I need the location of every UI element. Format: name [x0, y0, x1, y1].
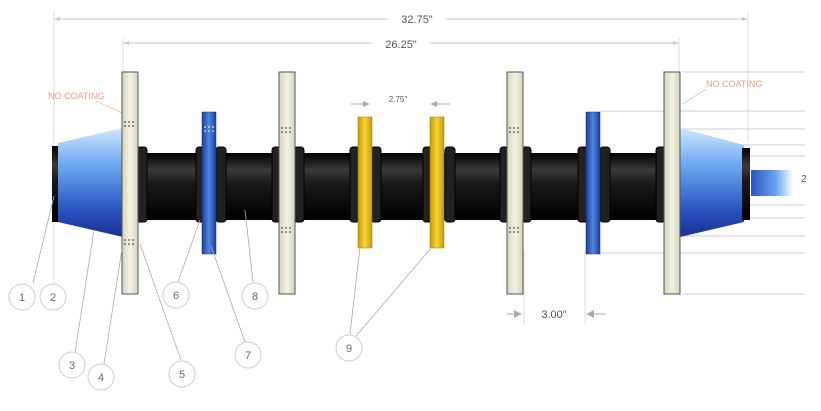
callout-5: 5	[168, 360, 196, 388]
flange-3	[506, 71, 524, 295]
dimension-center-spacing: 2.75"	[351, 95, 450, 107]
callout-8-label: 8	[252, 291, 258, 303]
callout-1: 1	[8, 283, 36, 311]
flange-1	[121, 71, 139, 295]
flange-2	[278, 71, 296, 295]
leader-lines	[32, 195, 433, 365]
left-end-cap	[52, 146, 62, 222]
note-leader-left	[95, 100, 125, 115]
callout-1-label: 1	[19, 292, 25, 304]
callout-4: 4	[87, 363, 115, 391]
right-cone	[680, 128, 744, 237]
callout-5-label: 5	[179, 369, 185, 381]
callout-2-label: 2	[50, 292, 56, 304]
no-coating-note-right: NO COATING	[706, 79, 762, 89]
dimension-overall-label: 32.75"	[401, 14, 433, 26]
callout-7-label: 7	[245, 350, 251, 362]
note-leader-right	[682, 88, 707, 105]
right-stub	[751, 170, 793, 196]
callout-2: 2	[39, 283, 67, 311]
yellow-ring-1	[357, 116, 373, 249]
dimension-offset: 3.00"	[507, 250, 606, 325]
right-end-cap	[742, 148, 750, 220]
callout-6-label: 6	[173, 290, 179, 302]
blue-collar-1	[201, 111, 217, 255]
no-coating-note-left: NO COATING	[48, 91, 104, 101]
callout-8: 8	[241, 282, 269, 310]
callout-6: 6	[162, 281, 190, 309]
callout-9: 9	[335, 334, 363, 362]
dimension-offset-label: 3.00"	[541, 309, 566, 321]
dimension-between-flanges-label: 26.25"	[385, 39, 417, 51]
flange-4	[663, 71, 681, 295]
dimension-between-flanges: 26.25"	[122, 36, 680, 72]
callout-3: 3	[58, 351, 86, 379]
callout-4-label: 4	[98, 372, 104, 384]
callout-7: 7	[234, 341, 262, 369]
dimension-overall: 32.75"	[53, 11, 749, 290]
right-edge-label: 2	[801, 174, 807, 185]
left-cone	[58, 128, 123, 237]
yellow-ring-2	[429, 116, 445, 249]
blue-collar-2	[585, 111, 601, 255]
dimension-center-spacing-label: 2.75"	[389, 95, 408, 104]
callout-3-label: 3	[69, 360, 75, 372]
callout-9-label: 9	[346, 343, 352, 355]
